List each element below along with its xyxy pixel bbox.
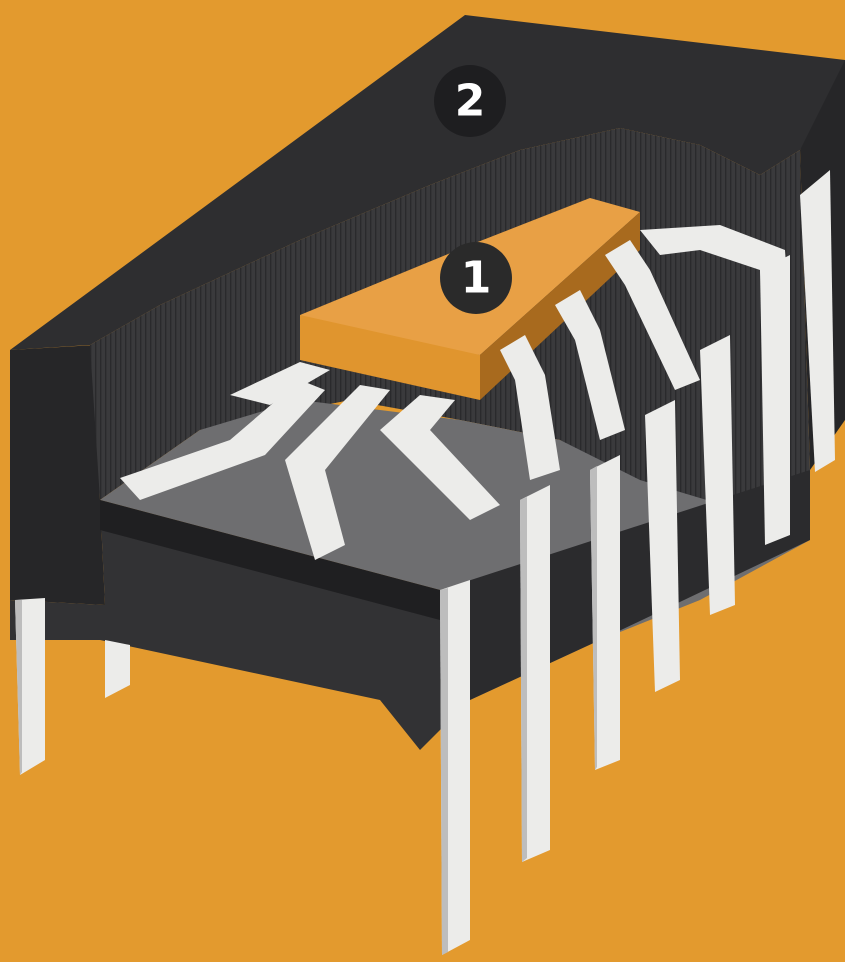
package-left-face <box>10 345 105 605</box>
pin-back-2 <box>760 255 790 545</box>
marker-1-label: 1 <box>461 253 492 304</box>
marker-2: 2 <box>434 65 506 137</box>
marker-1: 1 <box>440 242 512 314</box>
marker-2-label: 2 <box>455 76 486 127</box>
